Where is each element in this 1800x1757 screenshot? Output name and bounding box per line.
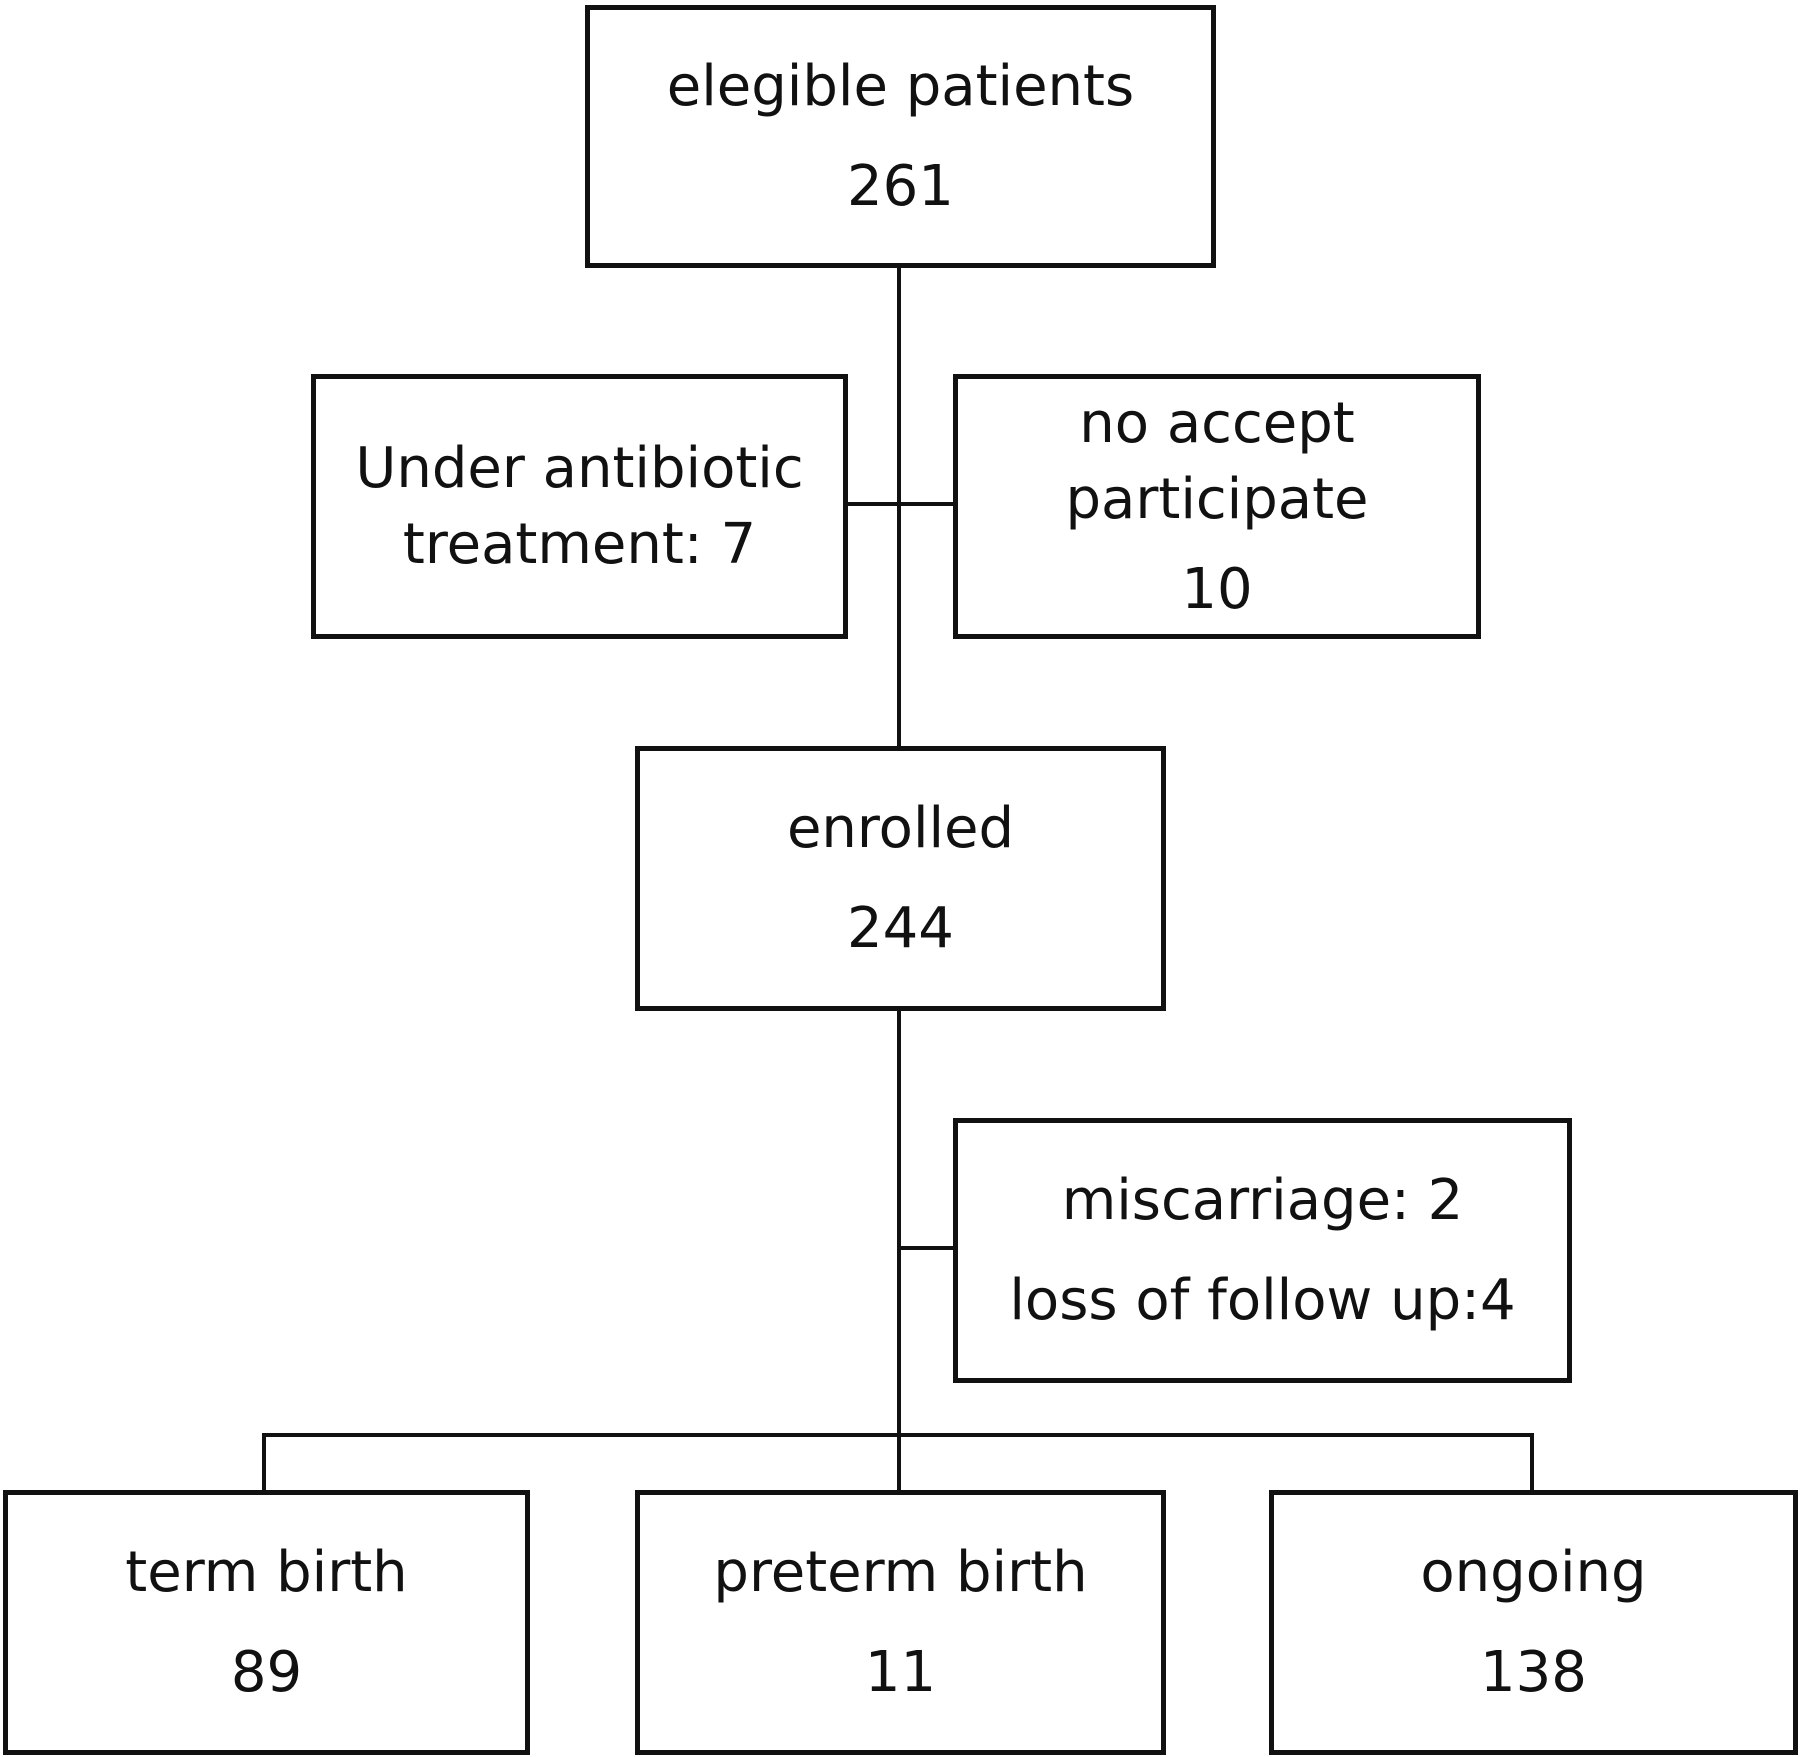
connector-branch-excluded [899,1246,953,1250]
node-antibiotic-label-line1: Under antibiotic [355,435,804,501]
node-ongoing-value: 138 [1480,1639,1587,1705]
node-ongoing-label: ongoing [1420,1539,1647,1605]
node-eligible-patients: elegible patients 261 [585,5,1216,268]
connector-to-ongoing [1530,1433,1534,1490]
node-ongoing: ongoing 138 [1269,1490,1798,1755]
connector-to-preterm [897,1433,901,1490]
node-eligible-label: elegible patients [666,53,1135,119]
node-enrolled: enrolled 244 [635,746,1166,1011]
node-no-accept-label-line2: participate [1065,466,1369,532]
node-term-label: term birth [125,1539,408,1605]
node-no-accept-value: 10 [1181,556,1253,622]
connector-branch-antibiotic [848,502,899,506]
node-enrolled-value: 244 [847,895,954,961]
node-preterm-birth: preterm birth 11 [635,1490,1166,1755]
node-no-accept-participate: no accept participate 10 [953,374,1481,639]
node-loss-follow-up-line: loss of follow up:4 [1009,1267,1516,1333]
node-preterm-label: preterm birth [713,1539,1088,1605]
connector-eligible-to-enrolled [897,268,901,746]
connector-enrolled-to-outcomes [897,1011,901,1436]
node-term-birth: term birth 89 [3,1490,530,1755]
node-enrolled-label: enrolled [786,795,1015,861]
connector-to-term [262,1433,266,1490]
node-eligible-value: 261 [847,153,954,219]
node-antibiotic-label-line2: treatment: 7 [402,511,757,577]
node-term-value: 89 [230,1639,303,1705]
node-miscarriage-loss: miscarriage: 2 loss of follow up:4 [953,1118,1572,1383]
node-miscarriage-line: miscarriage: 2 [1061,1167,1464,1233]
node-no-accept-label-line1: no accept [1079,390,1355,456]
connector-branch-no-accept [899,502,953,506]
node-antibiotic-treatment: Under antibiotic treatment: 7 [311,374,848,639]
node-preterm-value: 11 [864,1639,937,1705]
